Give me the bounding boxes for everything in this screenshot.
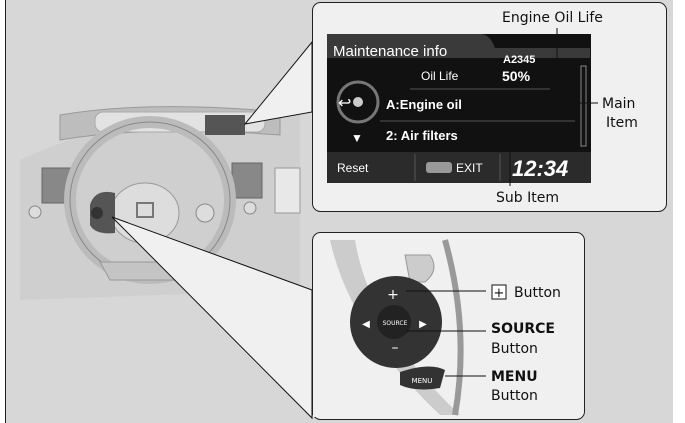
plus-button[interactable]: + [387, 287, 399, 303]
main-item: A:Engine oil [386, 97, 462, 112]
sub-item-callout: Sub Item [496, 190, 559, 206]
engine-oil-life-callout: Engine Oil Life [502, 10, 603, 26]
menu-button[interactable] [400, 366, 445, 390]
minus-button[interactable]: – [392, 340, 399, 356]
menu-icon [426, 162, 452, 173]
joystick-icon [336, 80, 380, 124]
down-arrow-icon: ▼ [351, 131, 363, 145]
back-icon: ↩ [338, 95, 351, 112]
menu-button-label: MENU [412, 377, 433, 385]
oil-life-label: Oil Life [421, 69, 459, 83]
source-button-callout-1: SOURCE [491, 321, 555, 337]
menu-button-callout-1: MENU [491, 369, 538, 385]
main-item-callout-2: Item [606, 115, 638, 131]
oil-life-value: 50% [502, 68, 531, 84]
menu-button-callout-2: Button [491, 388, 538, 404]
right-arrow-button[interactable]: ▶ [419, 319, 427, 330]
source-button[interactable] [377, 305, 411, 339]
main-item-callout-1: Main [602, 96, 635, 112]
reset-label: Reset [337, 161, 369, 175]
honda-logo [136, 202, 154, 218]
left-arrow-button[interactable]: ◀ [362, 319, 370, 330]
display-location [205, 115, 245, 135]
sub-item: 2: Air filters [386, 128, 458, 143]
clock: 12:34 [512, 156, 568, 181]
source-button-callout-2: Button [491, 341, 538, 357]
steering-controls-illustration: SOURCE + – ◀ ▶ MENU [330, 239, 464, 416]
screen-title: Maintenance info [333, 43, 447, 60]
exit-label: EXIT [456, 161, 483, 175]
plus-box-glyph: + [494, 286, 505, 301]
plus-box-icon [491, 284, 507, 300]
maintenance-info-screen: Maintenance info A2345 Oil Life 50% ↩ ▼ … [327, 34, 591, 183]
source-button-label: SOURCE [383, 320, 408, 327]
maintenance-code: A2345 [503, 54, 535, 66]
plus-button-callout: Button [514, 285, 561, 301]
